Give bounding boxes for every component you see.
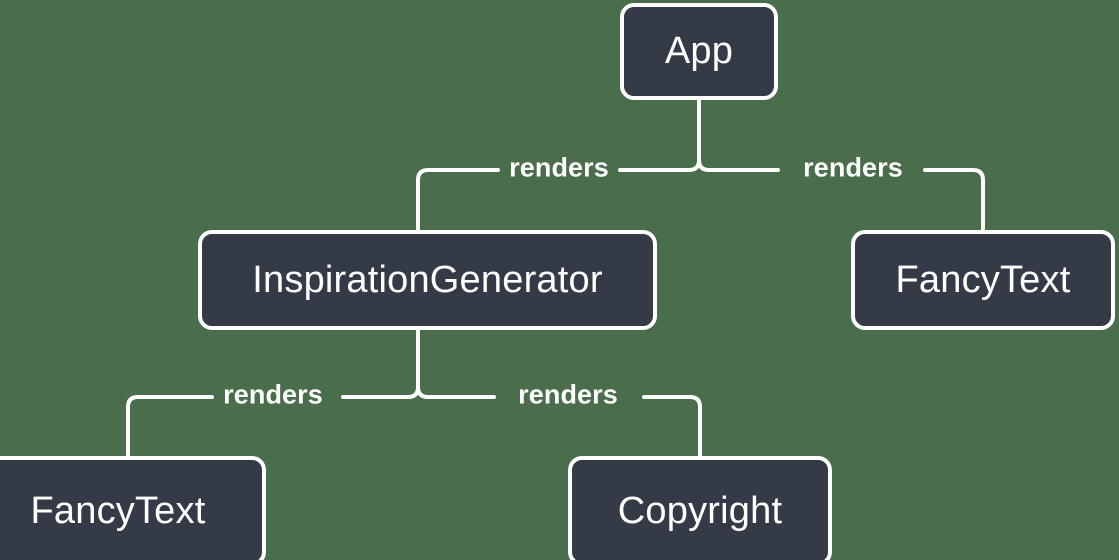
wire-ig-to-fancytext [341, 385, 420, 399]
node-fancytext-right[interactable]: FancyText [851, 230, 1115, 330]
wire-ig-to-copyright [416, 385, 496, 399]
wire-app-to-fancytext-right-2 [923, 168, 985, 232]
wire-app-to-inspiration-generator-2 [416, 168, 500, 232]
wire-app-to-inspiration-generator [618, 158, 701, 172]
edge-label-ig-to-copyright: renders [518, 379, 618, 410]
node-copyright-label: Copyright [617, 489, 783, 532]
edge-label-app-to-inspiration-generator: renders [509, 152, 609, 183]
node-fancytext-bottom-left[interactable]: FancyText [0, 456, 266, 560]
edge-label-app-to-fancytext-right: renders [803, 152, 903, 183]
node-inspiration-generator-label: InspirationGenerator [252, 258, 603, 301]
wire-ig-to-fancytext-2 [126, 395, 214, 458]
node-fancytext-right-label: FancyText [895, 258, 1071, 301]
node-app-label: App [664, 30, 734, 72]
node-inspiration-generator[interactable]: InspirationGenerator [198, 230, 657, 330]
node-copyright[interactable]: Copyright [568, 456, 832, 560]
wire-ig-to-copyright-2 [642, 395, 702, 458]
node-fancytext-bottom-left-label: FancyText [30, 489, 206, 532]
node-app[interactable]: App [620, 3, 778, 100]
edge-label-ig-to-fancytext: renders [223, 379, 323, 410]
wire-app-to-fancytext-right [697, 158, 780, 172]
